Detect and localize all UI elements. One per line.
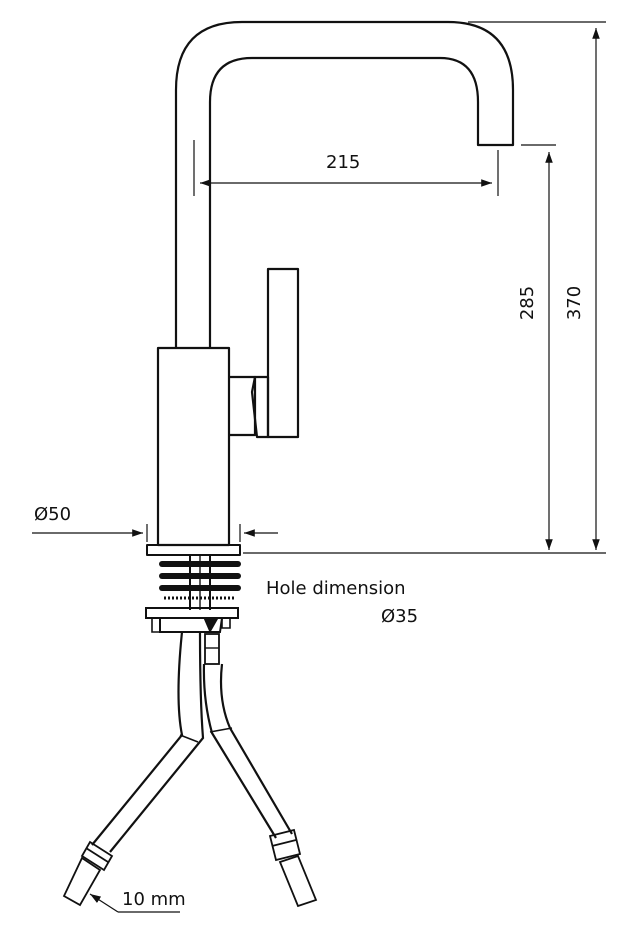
supply-hoses — [91, 631, 293, 853]
hole-diameter-label: Ø35 — [381, 606, 419, 627]
spout-height-label: 285 — [517, 285, 539, 321]
lever-base — [250, 375, 270, 439]
dimension-lines — [32, 21, 606, 913]
lever-handle — [266, 267, 300, 439]
hose-connection-label: 10 mm — [122, 889, 186, 910]
spout-outline — [174, 20, 515, 348]
lever-connector — [229, 375, 257, 437]
hole-dimension-label: Hole dimension — [266, 578, 406, 599]
faucet-body — [156, 346, 231, 547]
hose-fittings — [62, 828, 318, 908]
total-height-label: 370 — [564, 285, 586, 321]
spout-reach-label: 215 — [326, 152, 361, 173]
base-diameter-label: Ø50 — [34, 504, 72, 525]
base-flange — [146, 544, 241, 556]
mounting-assembly — [145, 555, 241, 665]
